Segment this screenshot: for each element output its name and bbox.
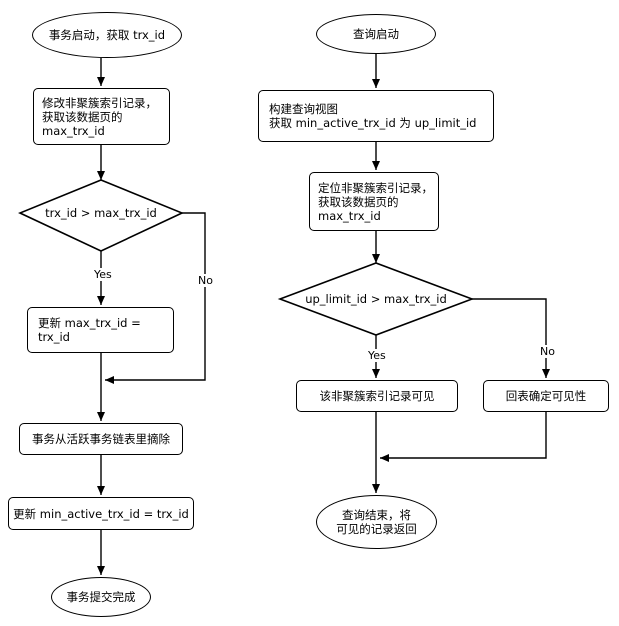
right-decision-label: up_limit_id > max_trx_id [305,292,447,306]
left-update-max-node: 更新 max_trx_id = trx_id [27,307,174,353]
left-decision-text: trx_id > max_trx_id [40,204,162,222]
left-start-text: 事务启动，获取 trx_id [48,28,166,42]
left-update-min-node: 更新 min_active_trx_id = trx_id [8,497,194,530]
right-decision-text: up_limit_id > max_trx_id [298,290,454,308]
left-decision-label: trx_id > max_trx_id [45,206,157,220]
right-build-view-node: 构建查询视图 获取 min_active_trx_id 为 up_limit_i… [258,90,494,142]
edge-right-decision-no [472,298,550,378]
left-update-min-text: 更新 min_active_trx_id = trx_id [13,506,189,521]
right-build-view-text: 构建查询视图 获取 min_active_trx_id 为 up_limit_i… [269,102,477,130]
right-locate-text: 定位非聚簇索引记录， 获取该数据页的 max_trx_id [318,180,433,223]
left-yes-label: Yes [93,268,113,281]
left-update-max-text: 更新 max_trx_id = trx_id [38,316,141,344]
edge-decision-no [105,212,206,384]
right-end-text: 查询结束，将 可见的记录返回 [336,508,417,536]
left-decision-diamond [18,179,184,252]
right-back-to-table-node: 回表确定可见性 [483,380,609,412]
right-start-node: 查询启动 [316,14,436,54]
left-no-label: No [197,274,214,287]
right-no-label: No [539,345,556,358]
right-end-node: 查询结束，将 可见的记录返回 [316,495,437,549]
right-decision-diamond [277,262,475,336]
right-visible-text: 该非聚簇索引记录可见 [319,389,435,403]
right-back-to-table-text: 回表确定可见性 [505,389,587,403]
right-start-text: 查询启动 [353,27,399,41]
right-locate-node: 定位非聚簇索引记录， 获取该数据页的 max_trx_id [309,172,439,231]
left-modify-node: 修改非聚簇索引记录， 获取该数据页的 max_trx_id [33,88,170,145]
right-visible-node: 该非聚簇索引记录可见 [296,380,458,412]
edge-back-to-table-merge [380,412,547,462]
left-modify-text: 修改非聚簇索引记录， 获取该数据页的 max_trx_id [42,95,157,138]
left-end-text: 事务提交完成 [66,590,136,604]
left-end-node: 事务提交完成 [51,577,151,617]
left-remove-node: 事务从活跃事务链表里摘除 [19,423,183,455]
left-remove-text: 事务从活跃事务链表里摘除 [32,432,170,446]
left-start-node: 事务启动，获取 trx_id [32,12,182,58]
right-yes-label: Yes [367,349,387,362]
